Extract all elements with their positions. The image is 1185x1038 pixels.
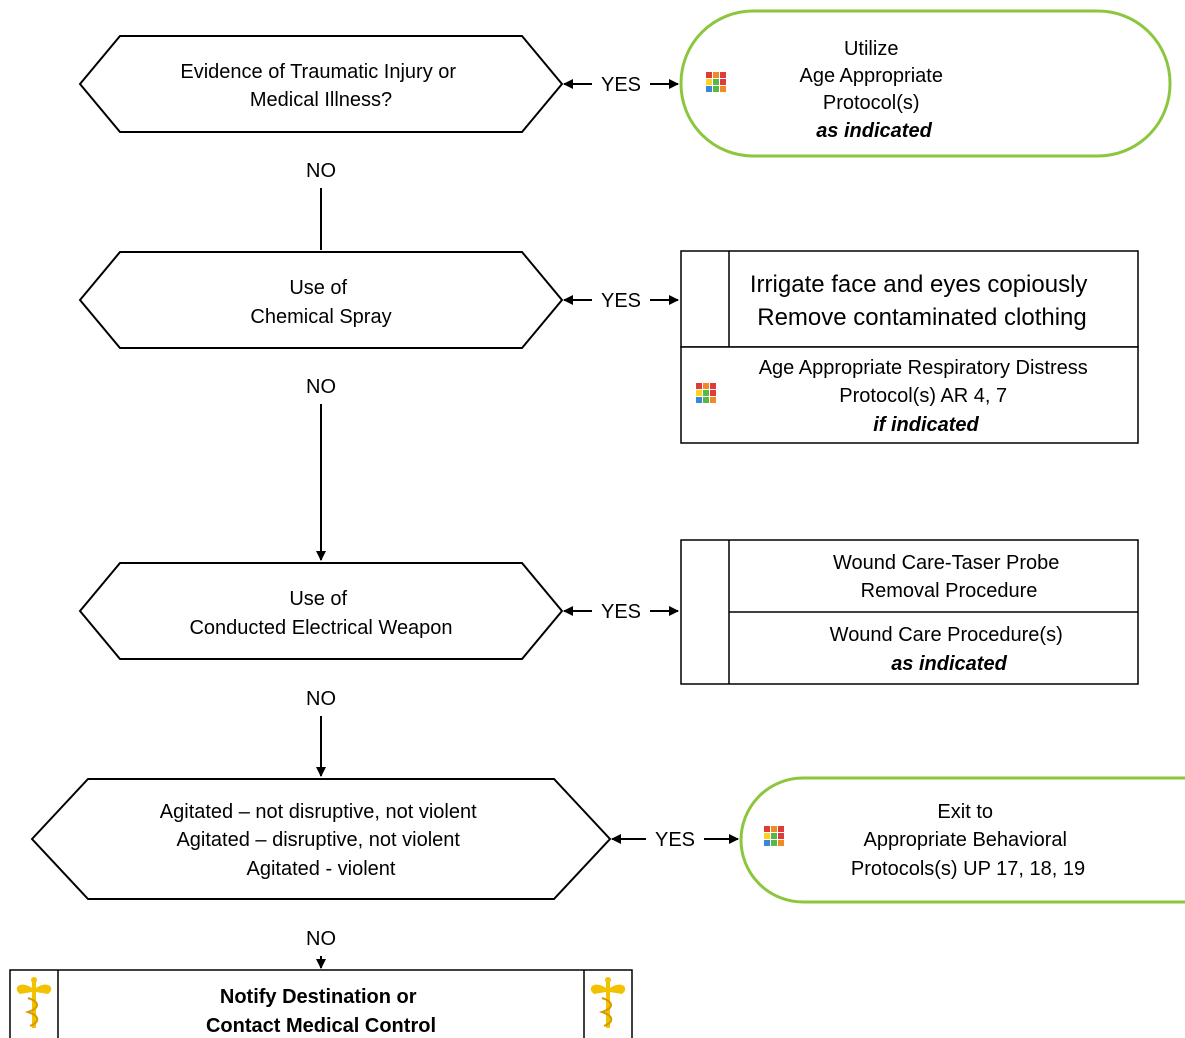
no-label: NO [306,688,336,710]
yes-label: YES [601,290,641,312]
decision-chemical-label: Use of Chemical Spray [250,277,391,328]
protocol-grid-icon [696,383,716,403]
outcome-utilize-box [679,9,1172,158]
outcome-respiratory-label: Age Appropriate Respiratory Distress Pro… [759,357,1094,436]
no-label: NO [306,376,336,398]
outcome-respiratory-box [680,346,1139,444]
outcome-utilize-label: Utilize Age Appropriate Protocol(s) as i… [800,38,949,142]
decision-electrical-shape [78,562,564,660]
outcome-behavioral-label: Exit to Appropriate Behavioral Protocols… [851,801,1085,880]
yes-label: YES [655,829,695,851]
decision-traumatic-shape [78,35,564,133]
outcome-behavioral-box [739,776,1185,904]
protocol-grid-icon [764,826,784,846]
no-label: NO [306,928,336,950]
no-label: NO [306,160,336,182]
outcome-irrigate-label: Irrigate face and eyes copiously Remove … [750,271,1094,331]
outcome-notify-label: Notify Destination or Contact Medical Co… [206,986,436,1037]
caduceus-icon [16,977,52,1028]
decision-electrical-label: Use of Conducted Electrical Weapon [189,588,452,639]
outcome-taser-label: Wound Care-Taser Probe Removal Procedure [833,552,1065,602]
outcome-notify-box [9,969,633,1038]
protocol-grid-icon [706,72,726,92]
decision-chemical-shape [78,251,564,349]
caduceus-icon [590,977,626,1028]
yes-label: YES [601,601,641,623]
outcome-wound-label: Wound Care Procedure(s) as indicated [830,624,1069,675]
decision-agitated-label: Agitated – not disruptive, not violent A… [160,801,482,880]
yes-label: YES [601,74,641,96]
decision-agitated-shape [30,778,612,900]
outcome-irrigate-box [680,250,1139,348]
decision-traumatic-label: Evidence of Traumatic Injury or Medical … [180,61,461,111]
